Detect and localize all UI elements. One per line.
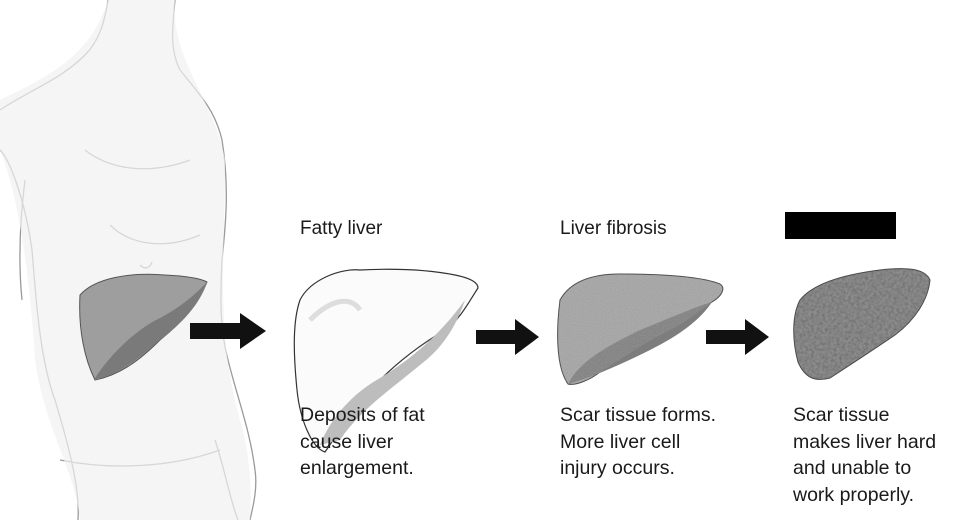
caption-line: Scar tissue forms. xyxy=(560,404,717,426)
caption-line: makes liver hard xyxy=(793,430,937,453)
stage-title-liver-fibrosis: Liver fibrosis xyxy=(560,218,667,239)
caption-line: injury occurs. xyxy=(560,457,675,479)
caption-line: work properly. xyxy=(793,483,915,506)
caption-line: Deposits of fat xyxy=(300,404,425,426)
caption-line: enlargement. xyxy=(300,457,414,479)
caption-line: Scar tissue xyxy=(793,404,890,426)
redacted-title-box xyxy=(785,212,896,239)
caption-line: More liver cell xyxy=(560,430,681,453)
fatty-liver-icon xyxy=(293,268,479,453)
arrow-icon xyxy=(476,319,539,355)
stage-title-fatty-liver: Fatty liver xyxy=(300,218,383,239)
caption-fatty-liver: Deposits of fat cause liver enlargement. xyxy=(300,402,425,482)
caption-line: cause liver xyxy=(300,430,394,453)
arrow-icon xyxy=(190,313,266,349)
fibrosis-liver-icon xyxy=(557,273,724,385)
cirrhotic-liver-icon xyxy=(793,268,931,380)
caption-liver-fibrosis: Scar tissue forms. More liver cell injur… xyxy=(560,402,716,482)
caption-line: and unable to xyxy=(793,457,912,479)
caption-cirrhosis: Scar tissue makes liver hard and unable … xyxy=(793,402,936,508)
liver-in-body-icon xyxy=(79,273,208,381)
arrow-icon xyxy=(706,319,769,355)
